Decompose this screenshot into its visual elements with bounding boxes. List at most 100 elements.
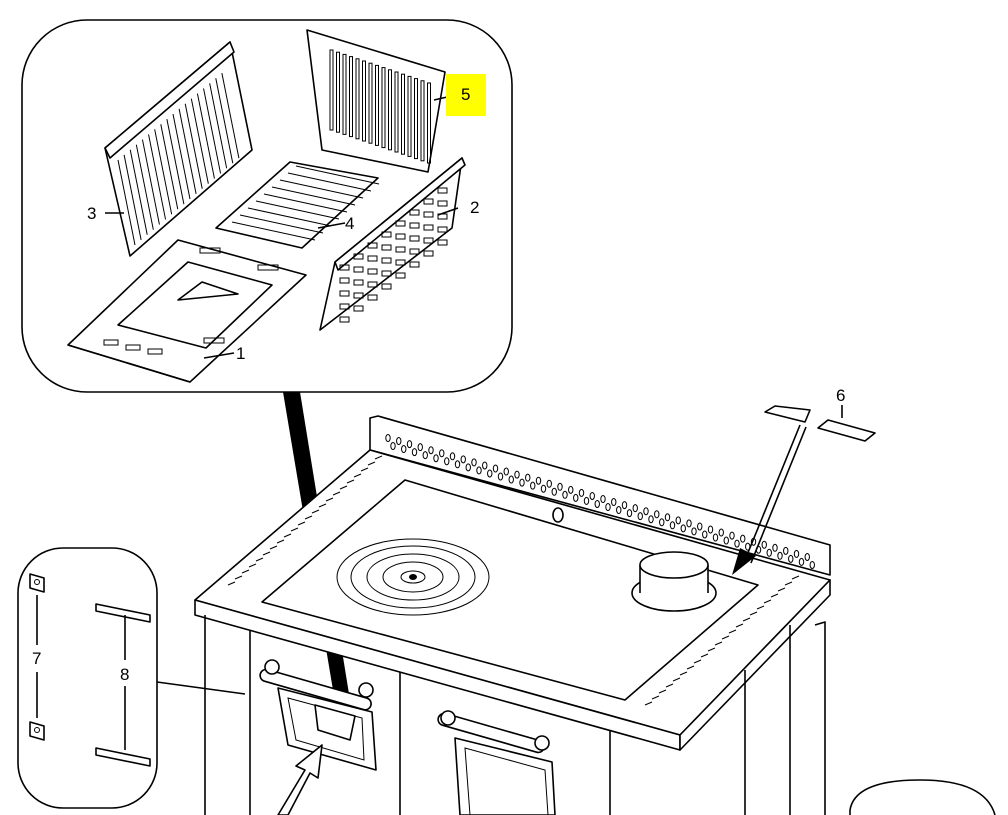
vent-slit: [770, 593, 779, 598]
grate-slot: [409, 248, 420, 255]
part-5-back-grate: [306, 29, 446, 173]
part-3-side-grate: [104, 41, 253, 257]
vent-hole: [578, 488, 585, 497]
grate-slot: [160, 124, 179, 210]
grate-slot: [407, 75, 412, 157]
callout-5: 5: [461, 85, 470, 104]
oven-door: [437, 710, 556, 815]
part-2-side-grate: [319, 157, 466, 331]
vent-hole: [406, 440, 413, 449]
vent-slit: [227, 581, 236, 586]
vent-hole: [729, 531, 735, 540]
vent-slit: [339, 485, 348, 490]
vent-hole: [503, 467, 509, 476]
grate-slot: [395, 259, 406, 266]
vent-slit: [255, 557, 264, 562]
grate-slot: [336, 51, 340, 133]
hot-plate: [261, 479, 759, 701]
vent-hole: [804, 552, 810, 561]
leader-1: [203, 352, 235, 359]
vent-hole: [508, 475, 514, 484]
vent-hole: [761, 540, 767, 549]
vent-hole: [772, 543, 778, 552]
vent-hole: [654, 510, 660, 519]
grate-slot: [381, 283, 392, 290]
grate-slot: [353, 305, 364, 312]
grate-slot: [437, 226, 448, 233]
part-6-strips: [764, 405, 876, 442]
vent-hole: [702, 530, 708, 539]
vent-slit: [693, 659, 702, 664]
grid-bar: [231, 221, 316, 241]
vent-slit: [262, 551, 271, 556]
vent-slit: [318, 503, 327, 508]
grate-slot: [437, 187, 448, 194]
grate-slot: [209, 83, 228, 169]
vent-hole: [734, 539, 740, 548]
vent-hole: [551, 487, 557, 496]
vent-hole: [471, 458, 477, 467]
grate-slot: [166, 119, 185, 205]
callout-2: 2: [470, 198, 479, 217]
vent-hole: [621, 501, 628, 510]
vent-hole: [740, 534, 746, 543]
grate-slot: [353, 266, 364, 273]
partial-detail-bubble: [849, 779, 996, 815]
grate-slot: [353, 292, 364, 299]
grate-slot: [367, 281, 378, 288]
vent-hole: [686, 519, 692, 528]
vent-slit: [248, 563, 257, 568]
grate-slot: [395, 220, 406, 227]
vent-hole: [396, 437, 402, 446]
grid-bar: [287, 172, 372, 192]
grate-slot: [437, 239, 448, 246]
callout-8: 8: [120, 665, 129, 684]
grate-slot: [342, 53, 347, 135]
back-splash: [369, 415, 831, 576]
grate-slot: [190, 98, 209, 184]
vent-hole: [514, 470, 520, 479]
part-7-brackets: [29, 573, 45, 741]
grate-slot: [423, 237, 434, 244]
grate-slot: [339, 264, 350, 271]
grate-slot: [381, 244, 392, 251]
grate-slot: [367, 242, 378, 249]
vent-slit: [665, 683, 674, 688]
vent-slit: [290, 527, 299, 532]
vent-slit: [749, 611, 758, 616]
vent-hole: [605, 503, 611, 511]
vent-hole: [562, 490, 568, 499]
vent-slit: [672, 677, 681, 682]
vent-hole: [788, 554, 794, 563]
vent-slit: [353, 473, 362, 478]
vent-hole: [411, 448, 418, 457]
vent-slit: [735, 623, 744, 628]
vent-hole: [583, 496, 590, 505]
vent-hole: [540, 484, 547, 493]
grate-slot: [362, 60, 366, 142]
vent-hole: [519, 478, 525, 487]
vent-hole: [444, 457, 450, 466]
grate-slot: [196, 93, 215, 179]
vent-hole: [643, 507, 649, 516]
vent-hole: [600, 495, 606, 503]
vent-hole: [433, 454, 439, 463]
vent-slit: [269, 545, 278, 550]
vent-slit: [784, 581, 793, 586]
grate-slot: [353, 253, 364, 260]
grate-slot: [409, 209, 420, 216]
vent-slit: [686, 665, 695, 670]
vent-hole: [449, 452, 456, 461]
vent-hole: [707, 525, 714, 534]
vent-slit: [276, 539, 285, 544]
grate-slot: [423, 250, 434, 257]
vent-hole: [632, 504, 638, 513]
vent-hole: [530, 481, 536, 490]
vent-hole: [557, 482, 563, 491]
callout-6: 6: [836, 386, 845, 405]
vent-slit: [374, 455, 383, 460]
hardware-pointer: [156, 681, 246, 695]
callout-4: 4: [345, 214, 354, 233]
vent-hole: [637, 512, 643, 521]
